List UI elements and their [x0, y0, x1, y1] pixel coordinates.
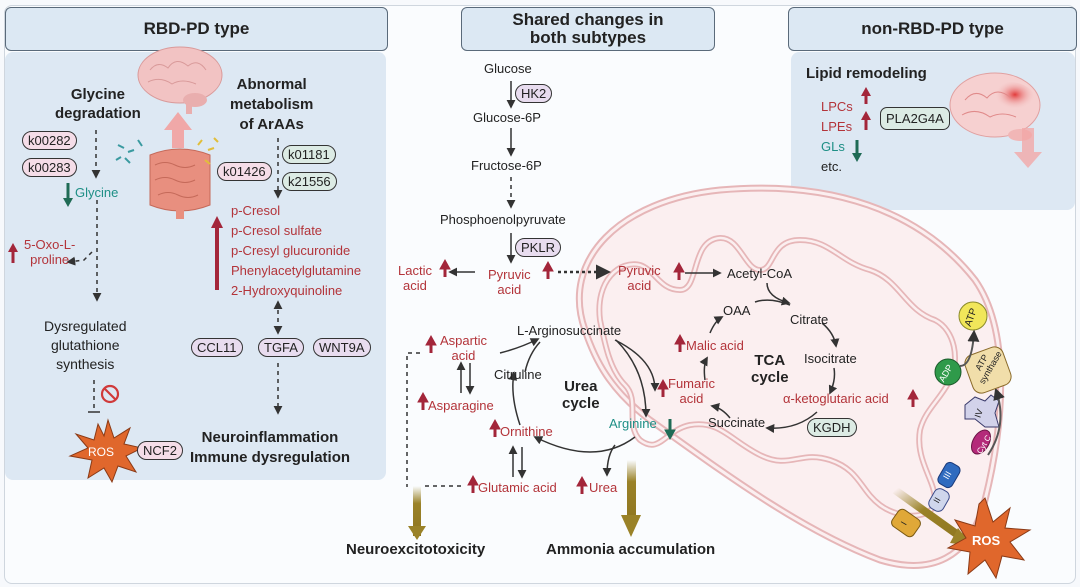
neuroexcitotoxicity-arrow: [413, 486, 421, 536]
ros-label-left: ROS: [88, 445, 115, 459]
rbd-pd-panel: [5, 52, 386, 480]
glycine-label: Glycine: [75, 185, 119, 200]
adp-circle: [934, 358, 962, 386]
succinate-label: Succinate: [708, 415, 766, 430]
tca-cycle-title: TCA cycle: [751, 352, 789, 386]
ammonia-accumulation-label: Ammonia accumulation: [546, 541, 716, 558]
pyruvic-acid-mito-label: Pyruvic acid: [618, 263, 661, 293]
bacteria-icon-yellow: [197, 137, 219, 165]
neuroinflammation-outcome: Neuroinflammation Immune dysregulation: [190, 429, 351, 466]
metabolite-p-cresol: p-Cresol: [231, 203, 281, 218]
ros-burst-right: [946, 497, 1032, 580]
enzyme-pill-k21556: k21556: [282, 172, 337, 191]
isocitrate-label: Isocitrate: [804, 351, 857, 366]
shared-header: Shared changes in both subtypes: [461, 7, 715, 51]
enzyme-pill-k01181: k01181: [282, 145, 336, 164]
cytokine-pill-ccl11: CCL11: [191, 338, 243, 357]
rbd-pd-title: RBD-PD type: [143, 19, 250, 38]
brain-down-arrow: [1014, 128, 1042, 168]
cyt-c: [971, 429, 991, 455]
araa-heading: Abnormal metabolism of ArAAs: [230, 76, 314, 133]
neuroexcitotoxicity-label: Neuroexcitotoxicity: [346, 541, 486, 558]
complex-ii: [928, 488, 950, 512]
enzyme-pill-k00283: k00283: [22, 158, 77, 177]
glucose-label: Glucose: [484, 61, 532, 76]
oxo-proline-label: 5-Oxo-L- proline: [24, 237, 76, 267]
cytokine-pill-tgfa: TGFA: [258, 338, 304, 357]
pla2g4a-pill: PLA2G4A: [880, 107, 950, 130]
electron-transport-chain: [891, 301, 1012, 538]
ncf2-pill: NCF2: [137, 441, 183, 460]
phosphoenolpyruvate-label: Phosphoenolpyruvate: [440, 212, 566, 227]
lactic-acid-label: Lactic acid: [398, 263, 432, 293]
non-rbd-pd-title: non-RBD-PD type: [861, 19, 1004, 38]
non-rbd-pd-header: non-RBD-PD type: [788, 7, 1077, 51]
metabolite-phenylacetylglutamine: Phenylacetylglutamine: [231, 263, 362, 278]
ros-arrow: [892, 486, 968, 544]
kgdh-pill: KGDH: [807, 418, 857, 437]
urea-cycle-title: Urea cycle: [562, 378, 600, 412]
gut-brain-arrow: [164, 112, 192, 148]
complex-i: [891, 508, 921, 538]
bacteria-icon: [115, 139, 143, 164]
inhibit-icon: [100, 384, 120, 404]
ros-label-right: ROS: [972, 533, 1001, 548]
brain-illustration-right: [949, 72, 1041, 141]
lipid-remodeling-heading: Lipid remodeling: [806, 65, 927, 82]
metabolite-p-cresol-sulfate: p-Cresol sulfate: [231, 223, 323, 238]
akg-label: α-ketoglutaric acid: [783, 391, 889, 406]
argininosuccinate-label: L-Arginosuccinate: [517, 323, 622, 338]
pklr-pill: PKLR: [515, 238, 561, 257]
lipid-gls: GLs: [821, 139, 845, 154]
complex-iv: [964, 394, 1000, 428]
glucose-6p-label: Glucose-6P: [473, 110, 541, 125]
arginine-label: Arginine: [609, 416, 657, 431]
hk2-pill: HK2: [515, 84, 553, 103]
glycine-degradation-heading: Glycine degradation: [55, 86, 141, 122]
lipid-lpcs: LPCs: [821, 99, 853, 114]
citrate-label: Citrate: [790, 312, 829, 327]
enzyme-pill-k00282: k00282: [22, 131, 77, 150]
urea-label: Urea: [589, 480, 618, 495]
brain-illustration-left: [137, 46, 223, 114]
metabolite-2-hydroxyquinoline: 2-Hydroxyquinoline: [231, 283, 343, 298]
asparagine-label: Asparagine: [428, 398, 494, 413]
atp-synthase: [964, 346, 1012, 394]
cytokine-pill-wnt9a: WNT9A: [313, 338, 371, 357]
ornithine-label: Ornithine: [500, 424, 553, 439]
fumaric-acid-label: Fumaric acid: [668, 376, 715, 406]
pyruvic-acid-label: Pyruvic acid: [488, 267, 531, 297]
acetyl-coa-label: Acetyl-CoA: [727, 266, 793, 281]
fructose-6p-label: Fructose-6P: [471, 158, 542, 173]
ros-burst-left: [68, 418, 144, 484]
intestine-illustration: [149, 148, 211, 219]
citruline-label: Citruline: [494, 367, 542, 382]
complex-iii: [937, 461, 961, 489]
malic-acid-label: Malic acid: [686, 338, 744, 353]
glutamic-acid-label: Glutamic acid: [478, 480, 557, 495]
rbd-pd-header: RBD-PD type: [5, 7, 388, 51]
shared-title: Shared changes in both subtypes: [512, 10, 664, 47]
ammonia-arrow: [627, 460, 636, 522]
lipid-etc: etc.: [821, 159, 842, 174]
oaa-label: OAA: [723, 303, 751, 318]
aspartic-acid-label: Aspartic acid: [440, 333, 487, 363]
glutathione-label: Dysregulated glutathione synthesis: [44, 318, 127, 372]
enzyme-pill-k01426: k01426: [217, 162, 272, 181]
lipid-lpes: LPEs: [821, 119, 853, 134]
metabolite-p-cresyl-glucuronide: p-Cresyl glucuronide: [231, 243, 351, 258]
